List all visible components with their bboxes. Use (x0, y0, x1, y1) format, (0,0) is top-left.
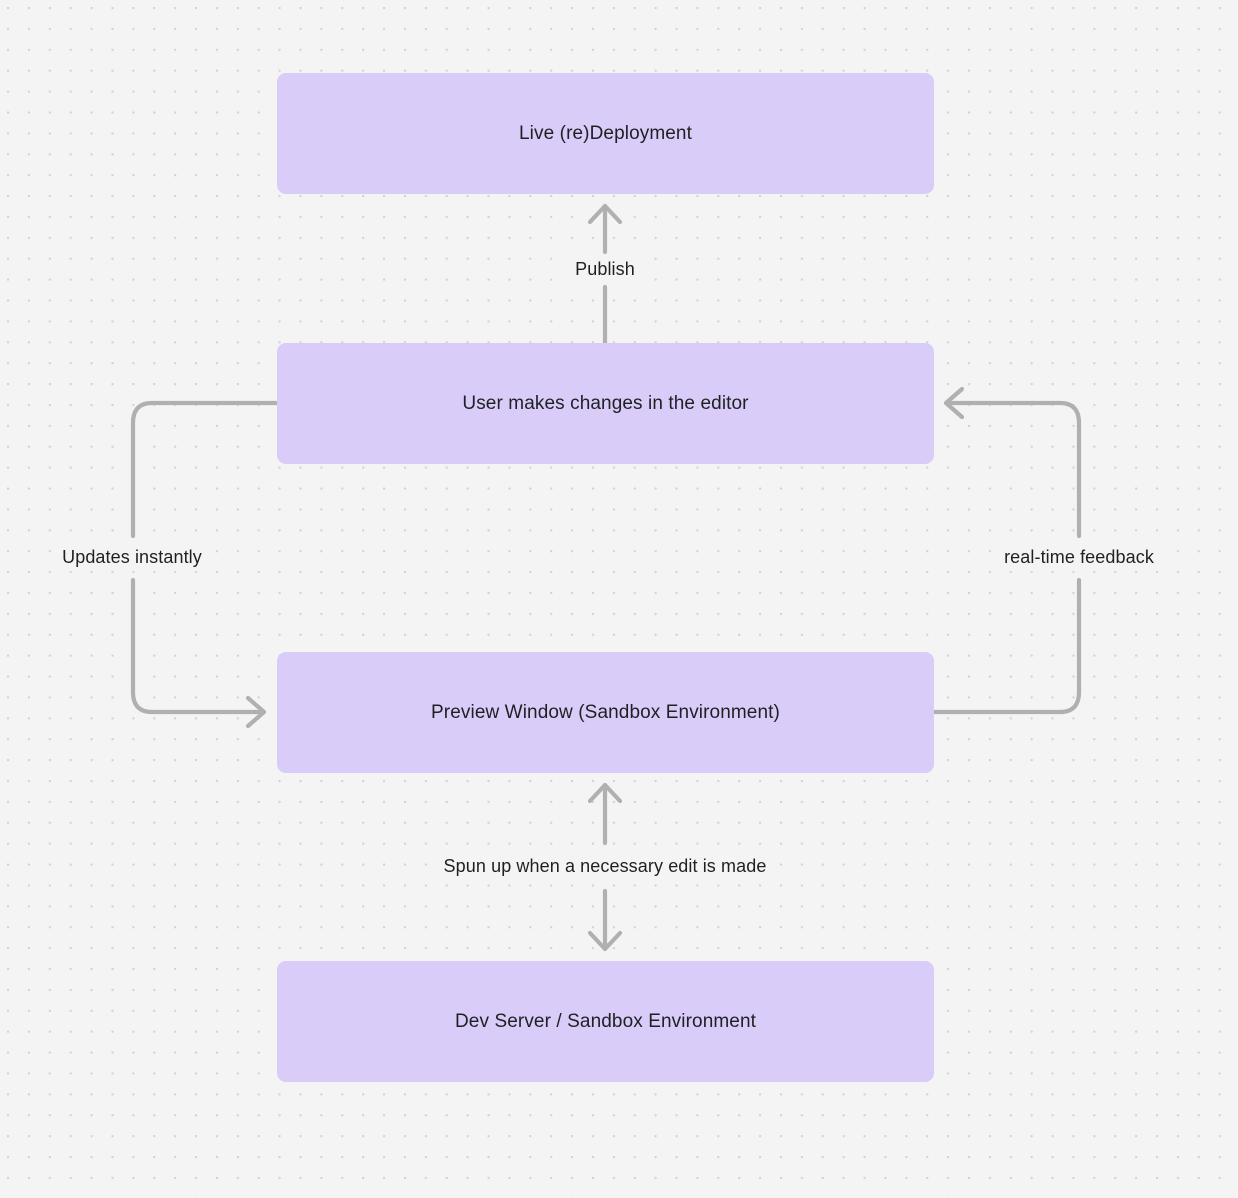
node-user-makes-changes[interactable]: User makes changes in the editor (277, 343, 934, 464)
node-dev-server[interactable]: Dev Server / Sandbox Environment (277, 961, 934, 1082)
edge-spun-arrowhead-bottom (587, 930, 623, 952)
edge-label-spun-up: Spun up when a necessary edit is made (437, 854, 773, 880)
edge-realtime-line-upper (945, 400, 1082, 539)
edge-spun-arrowhead-top (587, 782, 623, 804)
edge-realtime-arrowhead (943, 386, 965, 420)
node-live-deployment-label: Live (re)Deployment (519, 122, 692, 144)
node-live-deployment[interactable]: Live (re)Deployment (277, 73, 934, 194)
edge-publish-arrowhead (587, 203, 623, 225)
node-dev-server-label: Dev Server / Sandbox Environment (454, 1010, 756, 1032)
node-preview-window-label: Preview Window (Sandbox Environment) (431, 701, 780, 723)
edge-updates-line-lower (130, 577, 265, 715)
edge-label-real-time-feedback: real-time feedback (998, 545, 1160, 571)
edge-realtime-line-lower (931, 577, 1082, 715)
node-user-makes-changes-label: User makes changes in the editor (462, 392, 749, 414)
edge-updates-line-upper (130, 400, 280, 539)
edge-label-updates-instantly: Updates instantly (56, 545, 208, 571)
edge-label-publish: Publish (569, 257, 641, 283)
node-preview-window[interactable]: Preview Window (Sandbox Environment) (277, 652, 934, 773)
edge-updates-arrowhead (245, 695, 267, 729)
